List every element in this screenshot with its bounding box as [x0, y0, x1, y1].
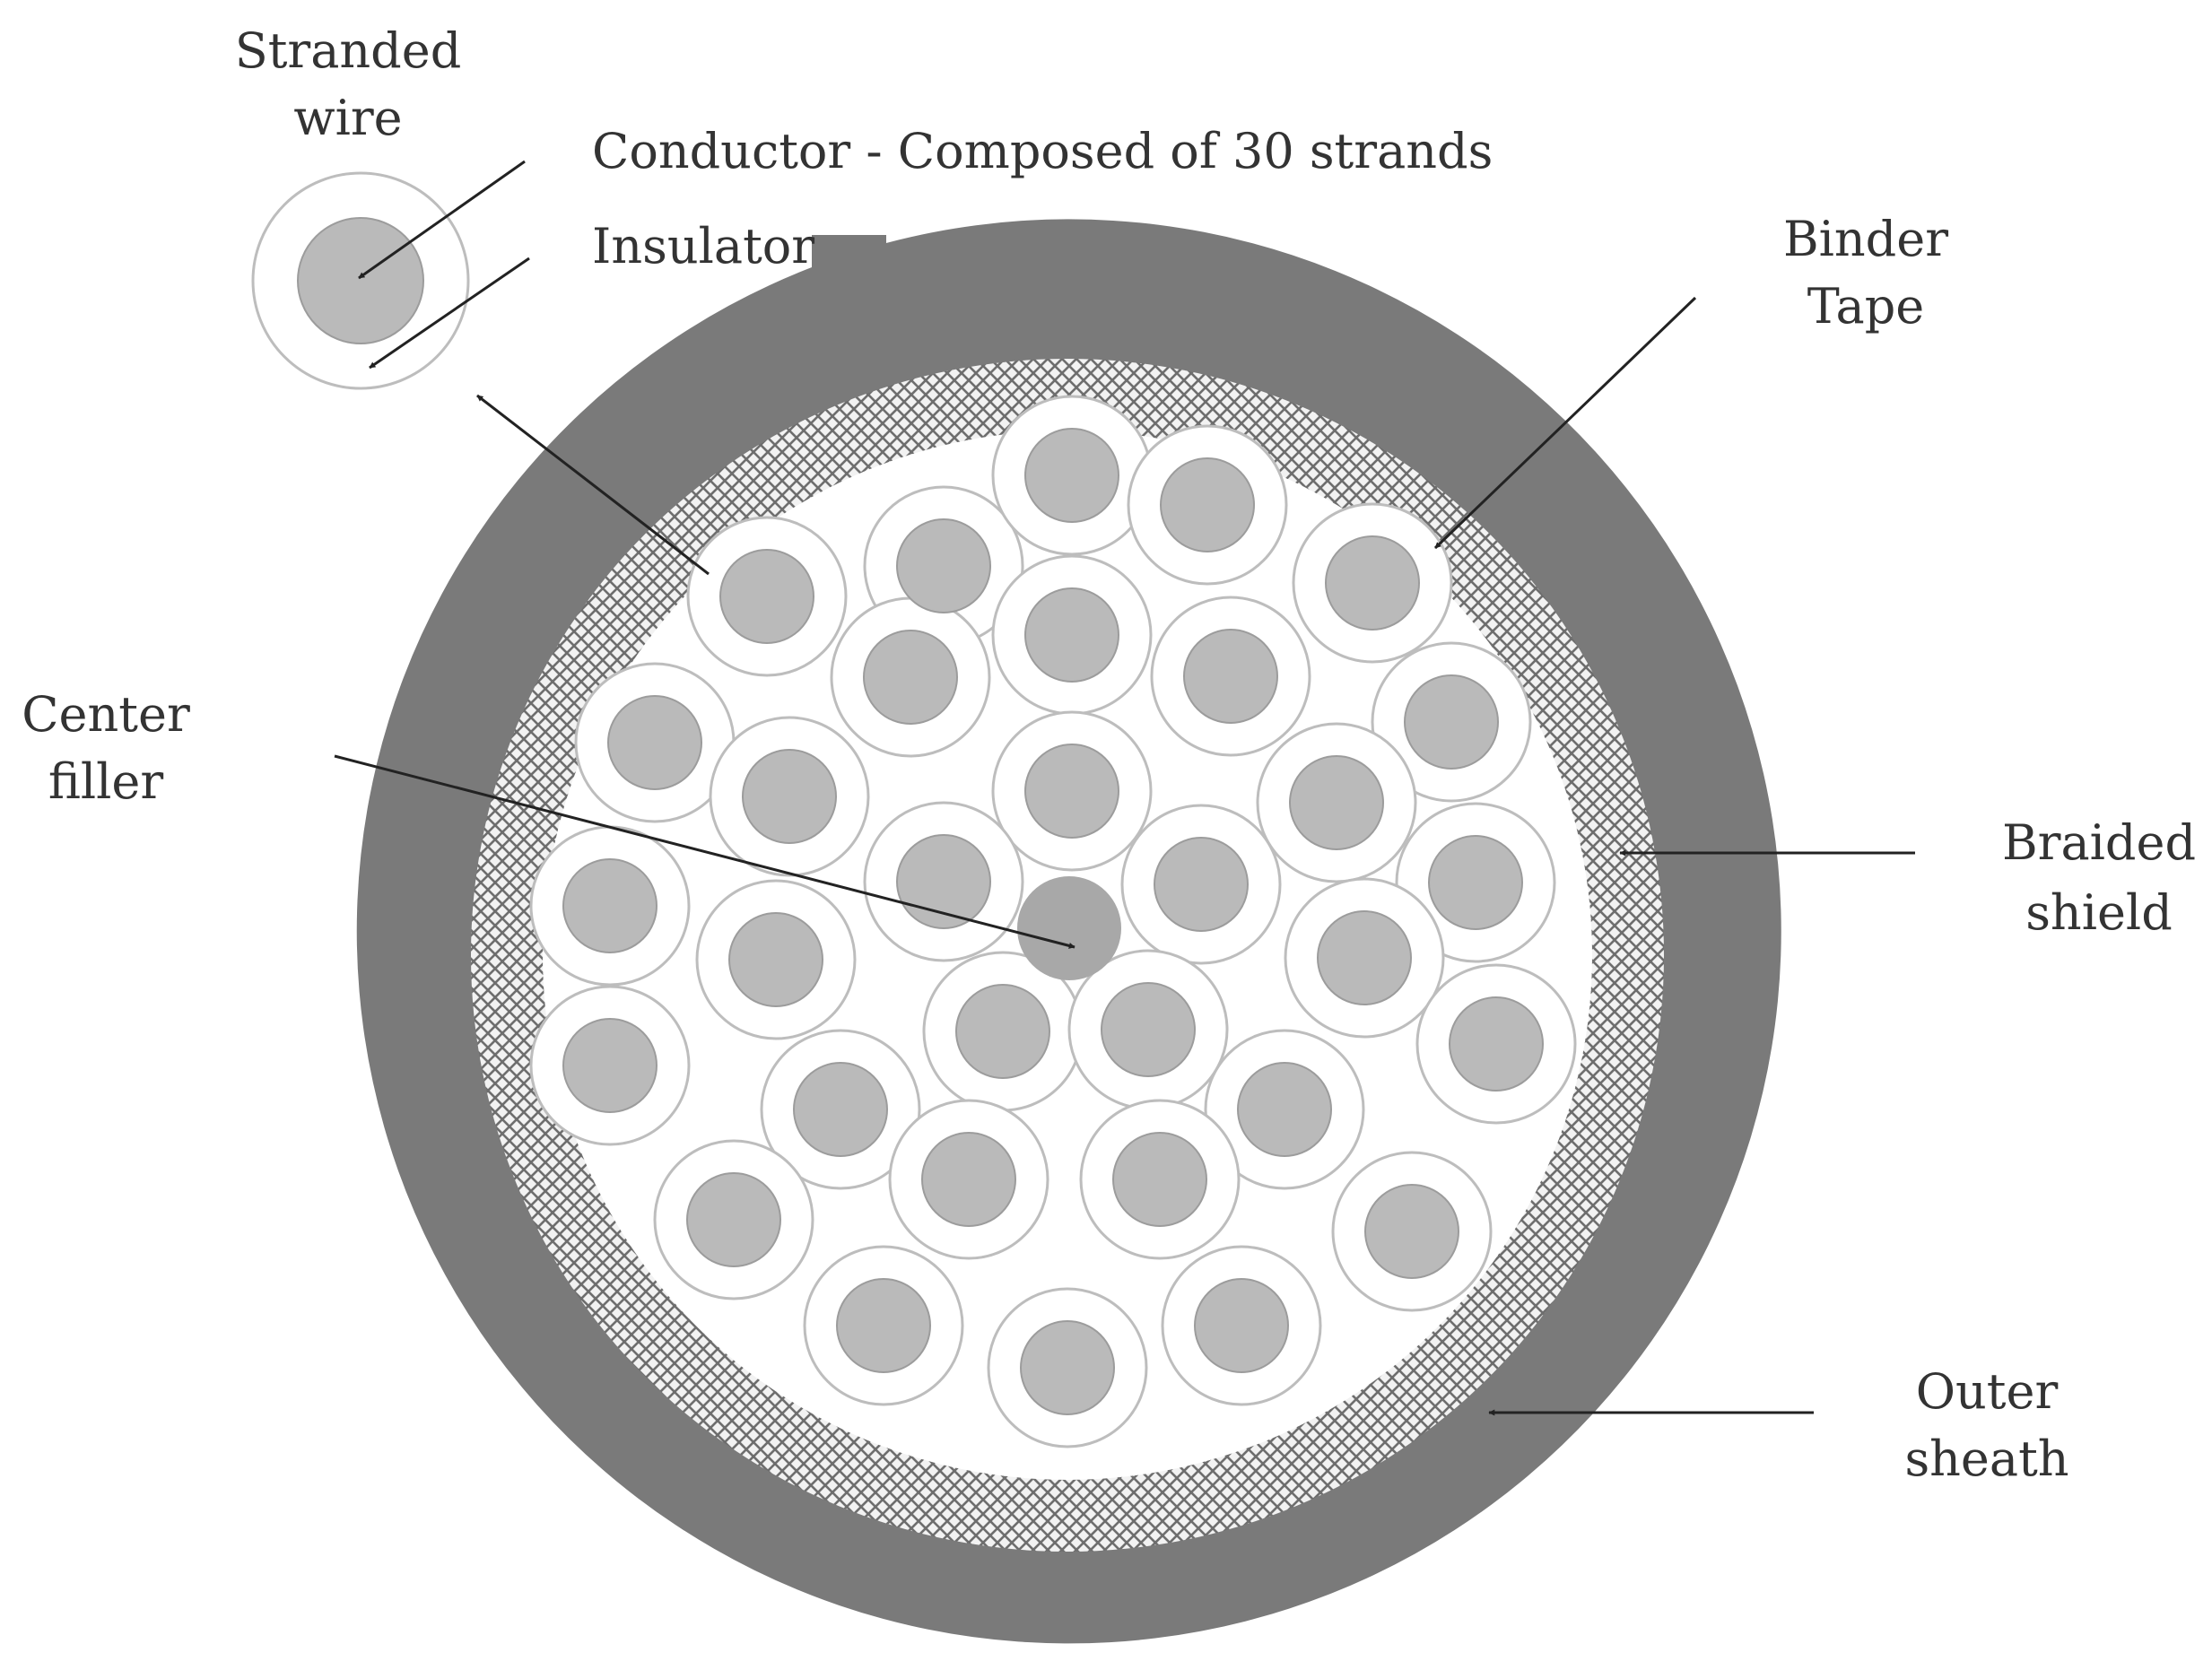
outer-sheath-label-line2: sheath [1904, 1431, 2068, 1487]
strand-conductor [742, 749, 837, 844]
strand-group [529, 395, 1577, 1448]
strand-conductor [686, 1172, 781, 1267]
strand-conductor [921, 1132, 1016, 1227]
conductor-label: Conductor - Composed of 30 strands [592, 123, 1493, 179]
labels: Stranded wire Conductor - Composed of 30… [22, 22, 2196, 1487]
strand-conductor [1364, 1184, 1459, 1279]
braided-shield-label-line2: shield [2025, 884, 2173, 941]
strand-conductor [1101, 982, 1196, 1077]
strand-conductor [955, 984, 1050, 1079]
strand-conductor [607, 695, 702, 790]
strand-conductor [1237, 1062, 1332, 1157]
strand-conductor [562, 1018, 658, 1113]
strand-conductor [719, 549, 814, 644]
binder-tape-label-line2: Tape [1807, 278, 1925, 335]
strand-conductor [1194, 1278, 1289, 1373]
strand-conductor [1449, 996, 1544, 1092]
strand-conductor [863, 630, 958, 725]
leader-lines [334, 160, 1915, 1416]
strand-conductor [1154, 837, 1249, 932]
strand-conductor [1024, 428, 1119, 523]
strand-conductor [896, 518, 991, 613]
center-filler-leader-arrow [334, 754, 1076, 949]
center-filler-label-line1: Center [22, 686, 190, 743]
strand-pointer-arrow [476, 394, 710, 576]
stranded-wire-conductor [297, 217, 424, 344]
strand-conductor [1183, 629, 1278, 724]
outer-sheath-label-line1: Outer [1916, 1363, 2059, 1420]
strand-conductor [1112, 1132, 1207, 1227]
insulator-label: Insulator [592, 218, 814, 274]
braided-shield-label-line1: Braided [2002, 814, 2196, 871]
conductor-leader-arrow [358, 160, 526, 280]
stranded-wire-label-line2: wire [293, 90, 402, 146]
insulator-leader-arrow [369, 257, 530, 370]
center-filler [1017, 876, 1121, 980]
strand-conductor [1160, 457, 1255, 552]
strand-conductor [1289, 755, 1384, 850]
strand-conductor [728, 912, 823, 1007]
strand-conductor [1024, 587, 1119, 683]
strand-conductor [1404, 674, 1499, 770]
stranded-wire-label-line1: Stranded [235, 22, 462, 79]
center-filler-label-line2: filler [48, 753, 164, 810]
strand-conductor [1317, 910, 1412, 1005]
strand-conductor [562, 858, 658, 953]
strand-conductor [896, 834, 991, 929]
stranded-wire-detail [251, 171, 470, 390]
strand-conductor [793, 1062, 888, 1157]
strand-conductor [1428, 835, 1523, 930]
binder-tape-leader-arrow [1433, 296, 1697, 550]
strand-conductor [1024, 744, 1119, 839]
strand-conductor [836, 1278, 931, 1373]
strand-conductor [1020, 1320, 1115, 1415]
binder-tape-label-line1: Binder [1783, 211, 1948, 267]
strand-conductor [1325, 535, 1420, 631]
